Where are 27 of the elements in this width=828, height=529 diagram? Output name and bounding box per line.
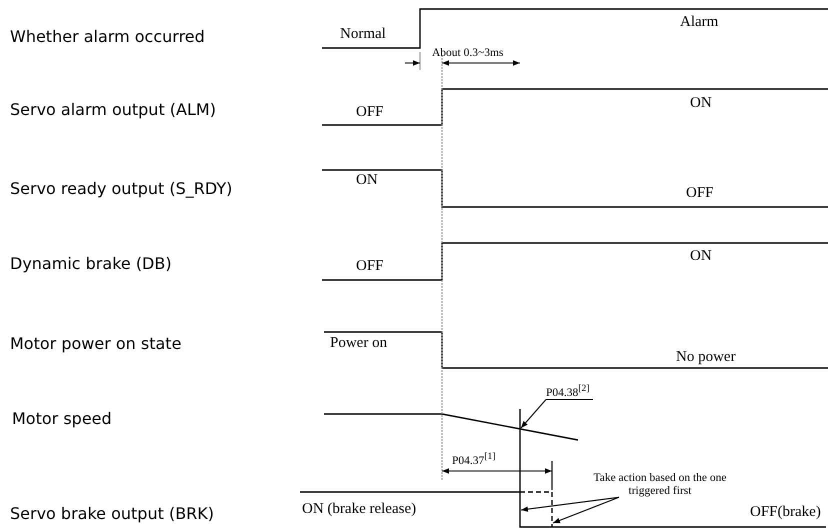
state-label: ON [690,95,712,112]
leader-arrow [520,399,546,428]
leader-label: P04.38$^{[2]}$ [546,384,594,400]
state-label: OFF [356,104,384,120]
signal-name: Dynamic brake (DB) [10,255,172,273]
annotation-note: Take action based on the one triggered first [574,472,746,498]
signal-name: Motor power on state [10,335,182,353]
state-label: ON [690,248,712,264]
state-label: Normal [340,26,386,42]
state-label: OFF [686,185,714,202]
signal-name: Servo alarm output (ALM) [10,101,216,119]
state-label: OFF [356,258,384,274]
state-label: ON [356,172,378,188]
signal-name: Motor speed [12,410,112,428]
dimension-label: About 0.3~3ms [432,47,504,60]
timing-waveform [300,409,826,528]
state-label: OFF(brake) [750,504,821,520]
leader-arrow [520,496,620,512]
state-label: Alarm [680,14,718,30]
dimension-label: P04.37$^{[1]}$ [452,452,496,468]
signal-name: Servo ready output (S_RDY) [10,180,232,198]
signal-name: Servo brake output (BRK) [10,505,214,523]
signal-name: Whether alarm occurred [10,28,205,46]
state-label: Power on [330,335,388,352]
leader-arrow [552,496,620,524]
state-label: ON (brake release) [302,501,416,518]
state-label: No power [676,349,736,366]
